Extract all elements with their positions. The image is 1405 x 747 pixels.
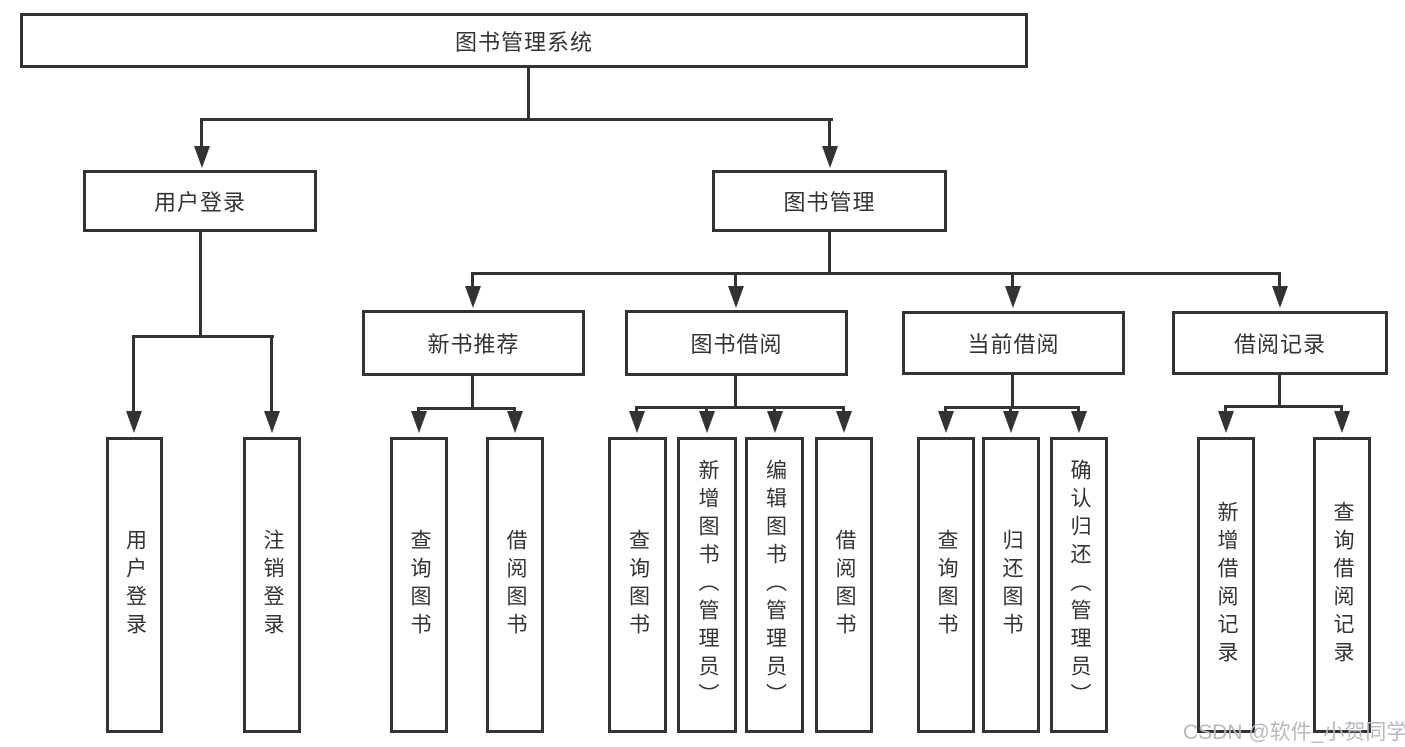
arrowhead-down-icon xyxy=(629,411,645,433)
node-library-system: 图书管理系统 xyxy=(20,13,1028,68)
node-label: 图书管理系统 xyxy=(454,29,593,55)
leaf-logout: 注销登录 xyxy=(243,437,301,733)
arrowhead-down-icon xyxy=(194,146,210,168)
connector-drop xyxy=(1340,405,1343,415)
leaf-query-books: 查询图书 xyxy=(390,437,448,733)
leaf-add-book-admin: 新增图书（管理员） xyxy=(677,437,737,733)
node-label: 新增图书（管理员） xyxy=(696,459,719,711)
node-label: 借阅图书 xyxy=(504,529,527,641)
connector-level2-rail xyxy=(471,272,1281,275)
connector-root-stem xyxy=(527,68,530,120)
connector-drop xyxy=(132,335,135,415)
connector-drop xyxy=(944,406,947,415)
connector-drop xyxy=(705,406,708,415)
connector-mgmt-stem xyxy=(828,232,831,274)
leaf-query-books: 查询图书 xyxy=(608,437,667,733)
connector-rail xyxy=(417,407,516,410)
node-new-book-recommend: 新书推荐 xyxy=(362,310,585,376)
connector-drop xyxy=(200,118,203,150)
leaf-edit-book-admin: 编辑图书（管理员） xyxy=(745,437,804,733)
arrowhead-down-icon xyxy=(938,411,954,433)
connector-stem xyxy=(1278,375,1281,408)
connector-drop xyxy=(1009,406,1012,415)
arrowhead-down-icon xyxy=(1218,411,1234,433)
arrowhead-down-icon xyxy=(126,411,142,433)
node-label: 编辑图书（管理员） xyxy=(763,459,787,711)
connector-drop xyxy=(1224,405,1227,415)
connector-drop xyxy=(828,118,831,150)
connector-user-rail xyxy=(132,335,274,338)
arrowhead-down-icon xyxy=(728,286,744,308)
node-label: 查询图书 xyxy=(935,529,958,641)
arrowhead-down-icon xyxy=(1334,411,1350,433)
arrowhead-down-icon xyxy=(411,411,427,433)
node-label: 查询图书 xyxy=(626,529,650,641)
node-label: 新书推荐 xyxy=(427,332,520,357)
node-user-login: 用户登录 xyxy=(83,170,317,232)
connector-drop xyxy=(1278,272,1281,290)
connector-user-stem xyxy=(199,232,202,338)
arrowhead-down-icon xyxy=(507,411,523,433)
node-label: 查询图书 xyxy=(408,529,431,641)
connector-drop xyxy=(270,335,273,415)
arrowhead-down-icon xyxy=(264,411,280,433)
connector-drop xyxy=(1011,272,1014,290)
connector-stem xyxy=(471,376,474,410)
arrowhead-down-icon xyxy=(1071,411,1087,433)
leaf-query-borrow-record: 查询借阅记录 xyxy=(1313,437,1371,733)
leaf-borrow-books: 借阅图书 xyxy=(486,437,544,733)
arrowhead-down-icon xyxy=(1005,286,1021,308)
leaf-confirm-return-admin: 确认归还（管理员） xyxy=(1050,437,1108,733)
connector-drop xyxy=(635,406,638,415)
leaf-borrow-books: 借阅图书 xyxy=(815,437,873,733)
connector-drop xyxy=(773,406,776,415)
leaf-user-login: 用户登录 xyxy=(106,437,163,733)
connector-rail xyxy=(1224,405,1343,408)
connector-rail xyxy=(635,406,845,409)
node-label: 图书借阅 xyxy=(690,332,783,357)
connector-rail xyxy=(944,406,1080,409)
node-borrowing-records: 借阅记录 xyxy=(1172,311,1388,375)
leaf-return-books: 归还图书 xyxy=(982,437,1040,733)
connector-drop xyxy=(471,272,474,290)
connector-stem xyxy=(1011,375,1014,409)
connector-drop xyxy=(842,406,845,415)
arrowhead-down-icon xyxy=(1272,286,1288,308)
node-label: 当前借阅 xyxy=(967,332,1060,357)
node-label: 用户登录 xyxy=(123,529,147,641)
node-label: 查询借阅记录 xyxy=(1331,501,1354,669)
arrowhead-down-icon xyxy=(822,146,838,168)
connector-drop xyxy=(1077,406,1080,415)
csdn-watermark: CSDN @软件_小贺同学 xyxy=(1183,721,1405,744)
arrowhead-down-icon xyxy=(1003,411,1019,433)
node-current-borrowing: 当前借阅 xyxy=(902,311,1125,375)
node-label: 归还图书 xyxy=(1000,529,1023,641)
node-book-management: 图书管理 xyxy=(712,170,947,232)
arrowhead-down-icon xyxy=(465,286,481,308)
leaf-add-borrow-record: 新增借阅记录 xyxy=(1197,437,1255,733)
node-label: 确认归还（管理员） xyxy=(1068,459,1091,711)
connector-level1-rail xyxy=(200,118,833,121)
arrowhead-down-icon xyxy=(836,411,852,433)
arrowhead-down-icon xyxy=(699,411,715,433)
connector-stem xyxy=(734,376,737,409)
node-label: 注销登录 xyxy=(261,529,284,641)
node-label: 借阅图书 xyxy=(833,529,856,641)
node-label: 借阅记录 xyxy=(1233,332,1326,357)
leaf-query-books: 查询图书 xyxy=(917,437,975,733)
node-label: 图书管理 xyxy=(783,190,876,215)
node-label: 新增借阅记录 xyxy=(1215,501,1238,669)
node-label: 用户登录 xyxy=(153,190,246,215)
node-book-borrowing: 图书借阅 xyxy=(625,310,848,376)
connector-drop xyxy=(734,272,737,290)
arrowhead-down-icon xyxy=(767,411,783,433)
